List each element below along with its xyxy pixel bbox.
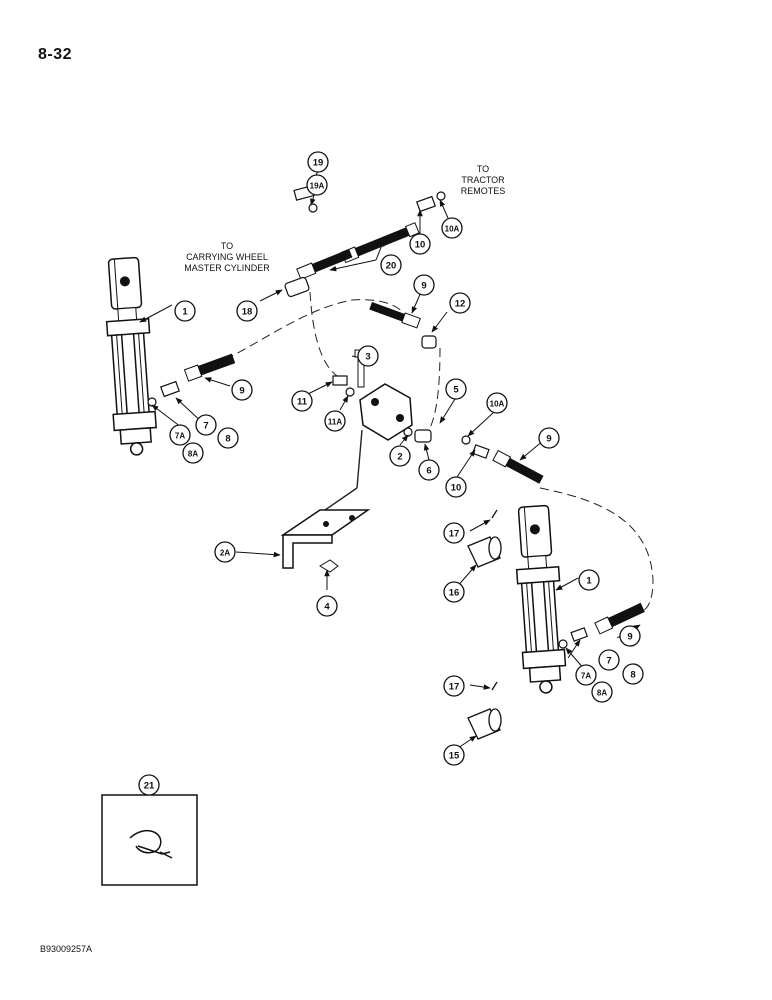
kit-box	[101, 794, 198, 886]
callout-10-mid: 10	[451, 483, 462, 494]
callout-7-right: 7	[606, 656, 611, 667]
hose-icon	[340, 222, 420, 264]
callout-11: 11	[297, 397, 308, 408]
callout-7a-right: 7A	[581, 672, 591, 681]
callout-2: 2	[397, 452, 402, 463]
hose-icon	[183, 353, 236, 382]
callout-3: 3	[365, 352, 370, 363]
callout-6: 6	[426, 466, 431, 477]
callout-10a-top: 10A	[445, 225, 460, 234]
hose-icon	[369, 302, 421, 329]
dashed-routing-lines	[199, 291, 654, 613]
mounting-rod-lower	[324, 487, 358, 511]
hydraulic-cylinder-icon	[105, 256, 157, 456]
hose-icon	[594, 602, 645, 635]
callout-8a-left: 8A	[188, 450, 198, 459]
callout-10-top: 10	[415, 240, 426, 251]
hose-icon	[296, 249, 353, 280]
callout-12: 12	[455, 299, 466, 310]
callout-18: 18	[242, 307, 253, 318]
bracket-icon	[280, 509, 371, 573]
callout-19a: 19A	[310, 182, 325, 191]
callout-15: 15	[449, 751, 460, 762]
callout-labels: 19 19A 10A 10 20 18 9 12 1 3 9 11 11A 7 …	[144, 158, 636, 792]
callout-8-left: 8	[225, 434, 230, 445]
callout-1-right: 1	[586, 576, 592, 587]
callout-17-top: 17	[449, 529, 460, 540]
callout-11a: 11A	[328, 418, 342, 427]
hydraulic-cylinder-icon	[515, 504, 567, 694]
callout-2a: 2A	[220, 549, 230, 558]
callout-circles	[138, 151, 644, 796]
callout-5: 5	[453, 385, 459, 396]
callout-4: 4	[324, 602, 330, 613]
note-carrying-wheel: TO CARRYING WHEEL MASTER CYLINDER	[172, 241, 282, 274]
callout-16: 16	[449, 588, 460, 599]
page-number: 8-32	[38, 46, 73, 63]
callout-8-right: 8	[630, 670, 635, 681]
callout-7-left: 7	[203, 421, 208, 432]
callout-9-right: 9	[546, 434, 551, 445]
callout-10a-mid: 10A	[490, 400, 505, 409]
callout-8a-right: 8A	[597, 689, 607, 698]
pin-icon	[467, 509, 502, 740]
note-line: MASTER CYLINDER	[184, 263, 270, 273]
note-line: TO	[220, 241, 234, 251]
callout-19: 19	[313, 158, 324, 169]
callout-1-left: 1	[182, 307, 188, 318]
callout-17-low: 17	[449, 682, 460, 693]
note-tractor-remotes: TO TRACTOR REMOTES	[453, 164, 513, 197]
strap-icon	[129, 829, 173, 859]
callout-9-left: 9	[239, 386, 244, 397]
mounting-rod	[356, 429, 363, 489]
figure-code: B93009257A	[40, 944, 93, 954]
fitting-icon	[147, 185, 589, 649]
note-line: CARRYING WHEEL	[186, 252, 268, 262]
callout-20: 20	[386, 261, 397, 272]
note-line: TRACTOR	[461, 175, 505, 185]
callout-9-top: 9	[421, 281, 426, 292]
callout-9-low: 9	[627, 632, 632, 643]
callout-7a-left: 7A	[175, 432, 185, 441]
hose-icon	[492, 449, 544, 484]
callout-21: 21	[144, 781, 155, 792]
note-line: TO	[476, 164, 490, 174]
note-line: REMOTES	[460, 186, 506, 196]
